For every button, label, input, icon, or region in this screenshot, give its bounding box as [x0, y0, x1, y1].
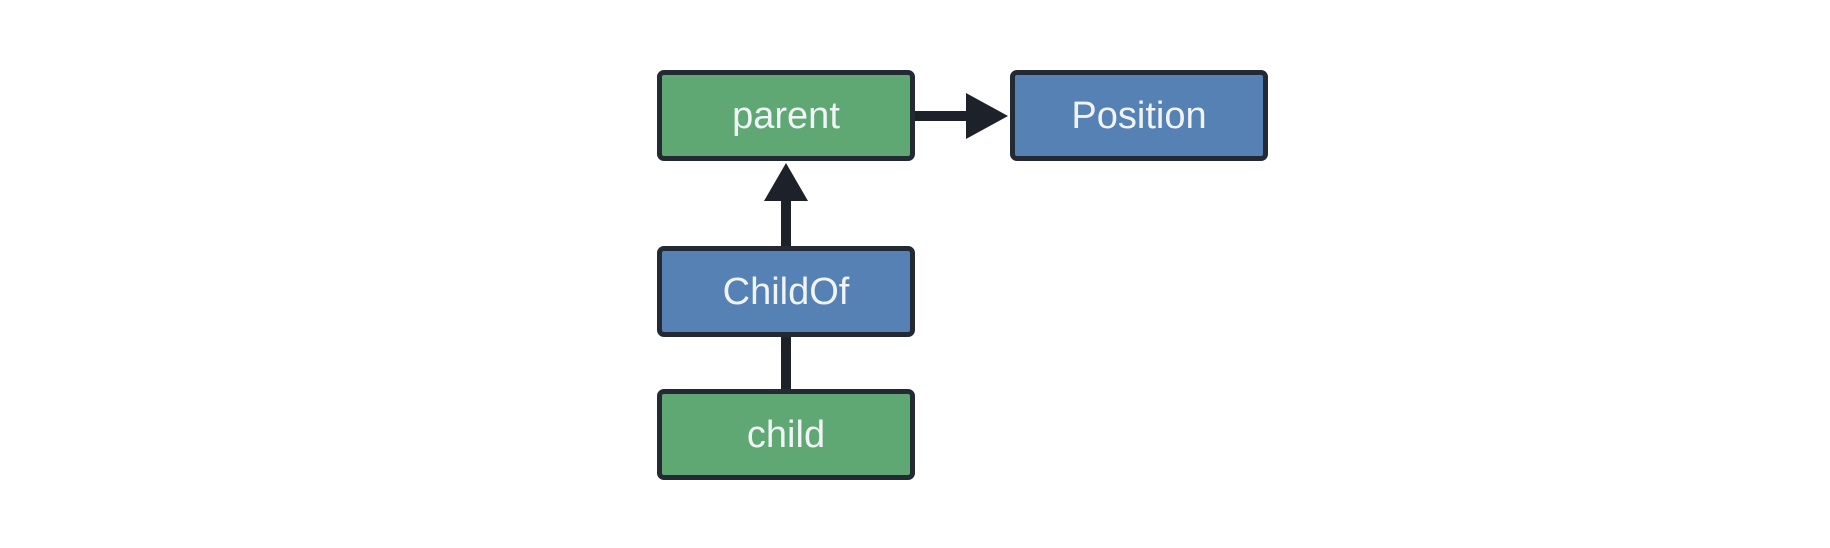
edge-childof-to-parent	[764, 163, 808, 248]
node-child-label: child	[746, 413, 826, 456]
edge-parent-to-position	[913, 93, 1008, 139]
edge-parent-to-position-arrowhead-icon	[966, 93, 1008, 139]
diagram-node-childof: ChildOf	[657, 246, 915, 337]
edge-childof-to-parent-arrowhead-icon	[764, 163, 808, 201]
diagram-node-parent: parent	[657, 70, 915, 161]
diagram-node-child: child	[657, 389, 915, 480]
node-position-label: Position	[1071, 94, 1207, 137]
diagram-node-position: Position	[1010, 70, 1268, 161]
node-childof-label: ChildOf	[722, 270, 850, 313]
node-parent-label: parent	[732, 94, 840, 137]
